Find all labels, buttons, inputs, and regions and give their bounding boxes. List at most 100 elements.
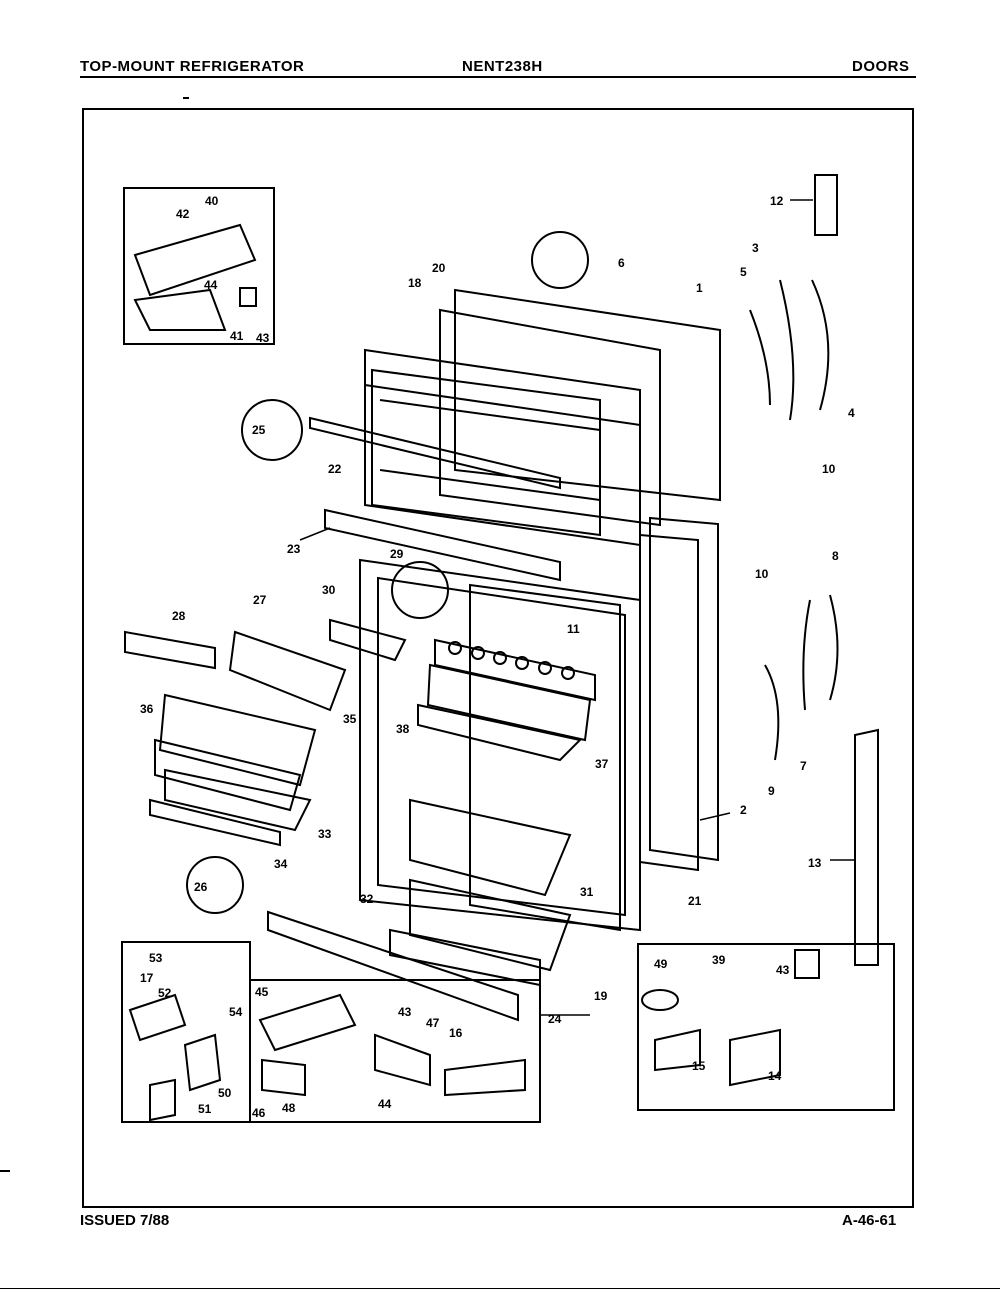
callout: 37 [595, 757, 609, 771]
callout: 5 [740, 265, 747, 279]
door-bin [409, 798, 572, 897]
hardware-inset-box [637, 943, 895, 1111]
door-shelf [417, 703, 583, 762]
callout: 41 [230, 329, 244, 343]
door-bin [164, 768, 312, 832]
callout: 10 [822, 462, 836, 476]
callout: 48 [282, 1101, 296, 1115]
diagram-frame [82, 108, 914, 1208]
callout: 2 [740, 803, 747, 817]
bin-front [149, 798, 281, 847]
egg-tray [426, 638, 596, 742]
header-section: DOORS [852, 58, 910, 75]
callout: 54 [229, 1005, 243, 1019]
side-trim [854, 728, 879, 966]
callout: 34 [274, 857, 288, 871]
callout: 32 [360, 892, 374, 906]
callout: 22 [328, 462, 342, 476]
callout: 53 [149, 951, 163, 965]
hinge-arm [779, 279, 795, 421]
hinge-cover [814, 174, 838, 236]
detail-circle [186, 856, 244, 914]
bin-front [154, 738, 302, 812]
freezer-door-panel [364, 288, 721, 547]
callout: 12 [770, 194, 784, 208]
hinge-plate [258, 993, 357, 1052]
callout: 14 [768, 1069, 782, 1083]
callout: 40 [205, 194, 219, 208]
hinge-inset-box [249, 979, 541, 1123]
callout: 47 [426, 1016, 440, 1030]
diagram-code: A-46-61 [842, 1212, 897, 1229]
callout: 33 [318, 827, 332, 841]
detail-circle [391, 561, 449, 619]
callout: 13 [808, 856, 822, 870]
callout: 31 [580, 885, 594, 899]
hinge-cover [654, 1028, 701, 1072]
butter-compartment [228, 630, 347, 712]
callout: 1 [696, 281, 703, 295]
scan-edge [0, 1288, 1000, 1289]
bushing [794, 949, 820, 979]
callout: 43 [256, 331, 270, 345]
header-rule [80, 76, 916, 78]
callout: 50 [218, 1086, 232, 1100]
callout: 18 [408, 276, 422, 290]
leader-lines [299, 199, 855, 1016]
shelf-rail [309, 416, 561, 490]
callout: 39 [712, 953, 726, 967]
trim-bar [267, 910, 519, 1022]
callout: 19 [594, 989, 608, 1003]
scan-mark [0, 1170, 10, 1172]
hinge-plate [133, 223, 257, 297]
hinge-cover [729, 1028, 781, 1087]
callout: 30 [322, 583, 336, 597]
callout: 44 [378, 1097, 392, 1111]
callout: 3 [752, 241, 759, 255]
header-model: NENT238H [462, 58, 543, 75]
callout: 25 [252, 423, 266, 437]
callout: 35 [343, 712, 357, 726]
callout: 43 [398, 1005, 412, 1019]
callout: 9 [768, 784, 775, 798]
callout: 28 [172, 609, 186, 623]
callout: 51 [198, 1102, 212, 1116]
trim-bar [324, 508, 561, 582]
hinge-arm [802, 599, 811, 711]
door-bin [158, 693, 317, 787]
detail-circle [531, 231, 589, 289]
callout: 36 [140, 702, 154, 716]
callout: 16 [449, 1026, 463, 1040]
scan-mark [183, 97, 189, 99]
hinge-shim [261, 1058, 306, 1097]
hinge-plate [133, 288, 227, 331]
hinge-arm [749, 309, 771, 406]
hinge-plate [444, 1058, 526, 1097]
callout: 44 [204, 278, 218, 292]
door-bin [409, 878, 572, 972]
label-strip [124, 630, 216, 670]
callout: 10 [755, 567, 769, 581]
bushing [239, 287, 257, 307]
header-title: TOP-MOUNT REFRIGERATOR [80, 58, 305, 75]
callout: 46 [252, 1106, 266, 1120]
butter-door [329, 618, 407, 662]
callout: 24 [548, 1012, 562, 1026]
callout: 6 [618, 256, 625, 270]
callout: 23 [287, 542, 301, 556]
hinge-inset-box [123, 187, 275, 345]
callout: 42 [176, 207, 190, 221]
bin-front [389, 928, 541, 987]
fresh-food-door-panel [359, 516, 719, 932]
hinge-bracket [183, 1033, 222, 1092]
callout: 4 [848, 406, 855, 420]
callout: 15 [692, 1059, 706, 1073]
detail-circle [241, 399, 303, 461]
callout: 27 [253, 593, 267, 607]
hinge-arm [829, 594, 839, 701]
callout: 29 [390, 547, 404, 561]
issued-date: ISSUED 7/88 [80, 1212, 170, 1229]
callout: 21 [688, 894, 702, 908]
callout: 26 [194, 880, 208, 894]
